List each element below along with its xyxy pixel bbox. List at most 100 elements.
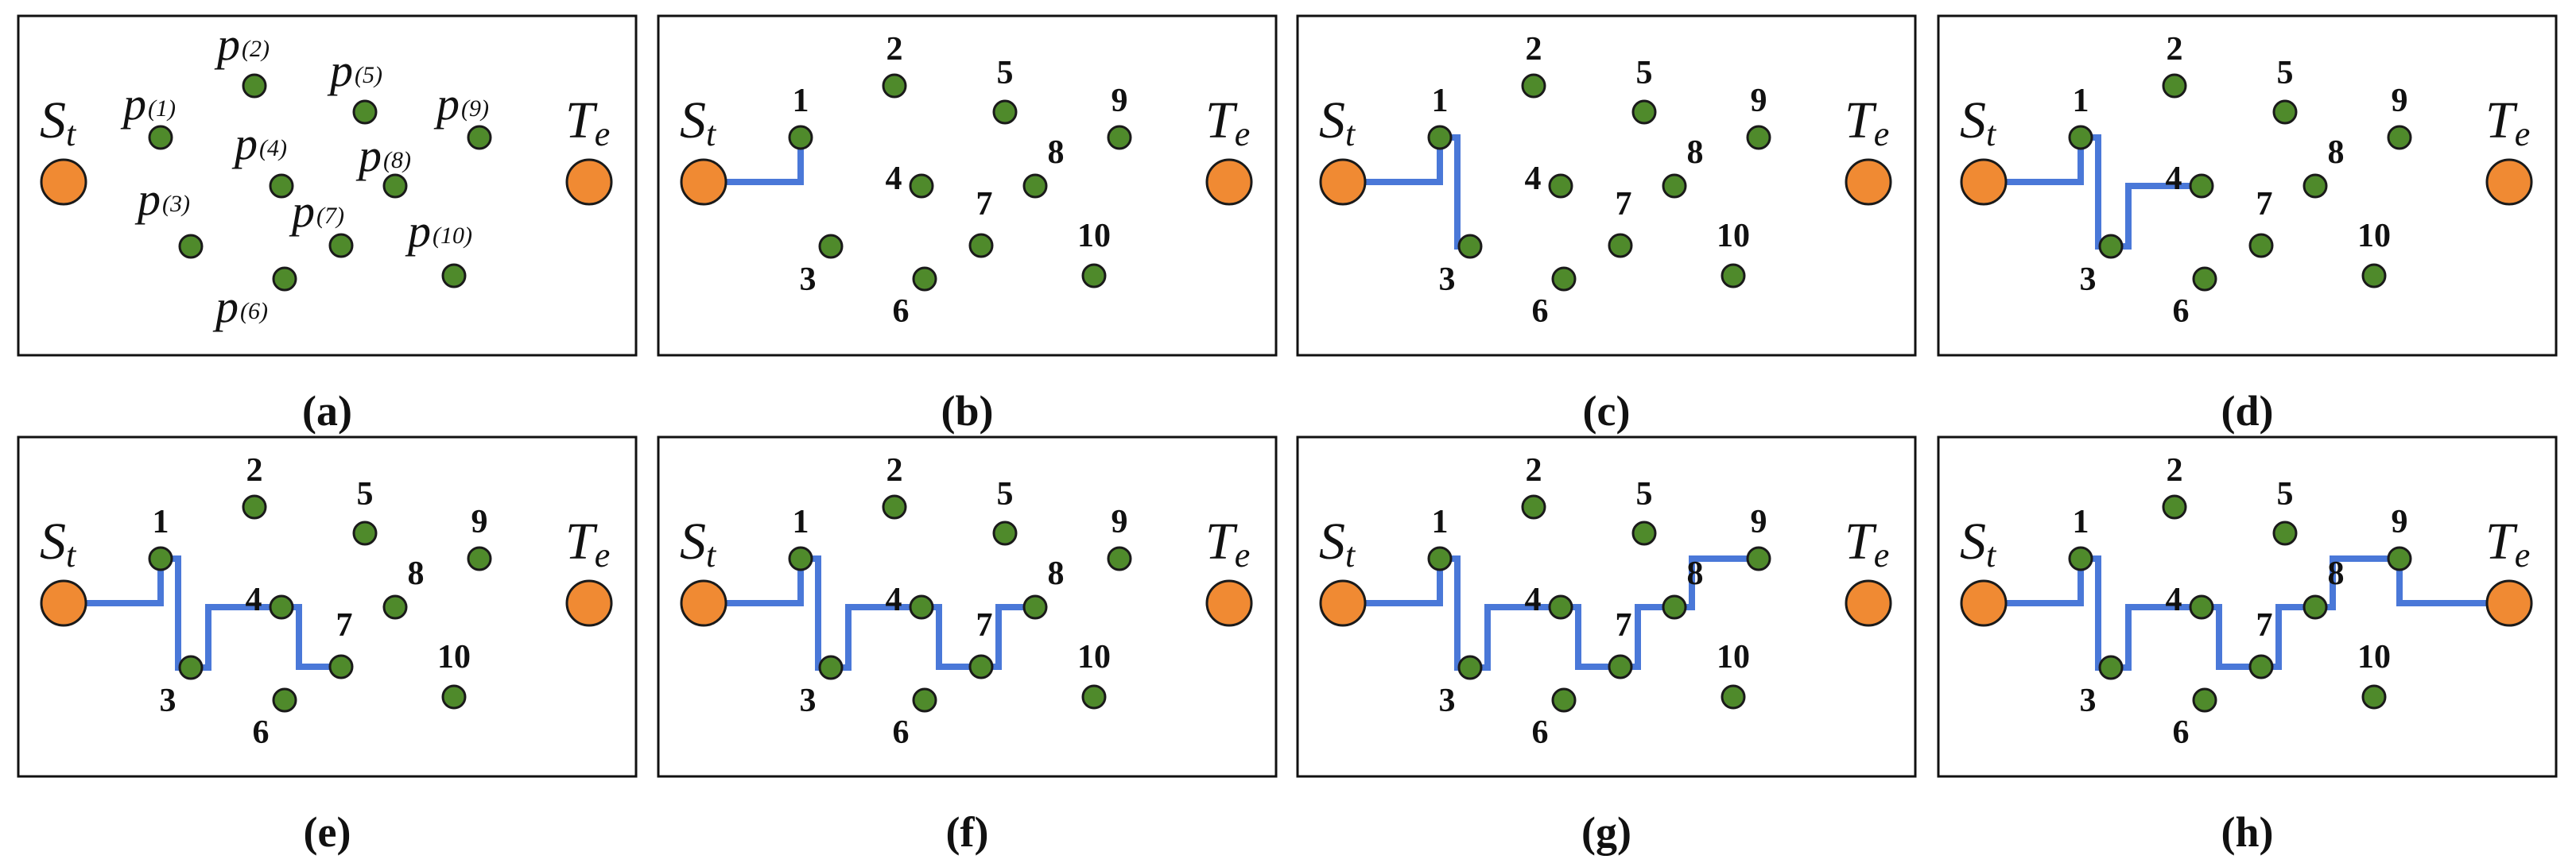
panel-frame: [657, 435, 1278, 778]
node-1: [1427, 546, 1453, 571]
node-4: [1548, 594, 1573, 620]
node-label-2: 2: [886, 452, 903, 489]
node-label-9: 9: [1111, 83, 1128, 119]
node-4: [2189, 594, 2214, 620]
node-5: [352, 521, 378, 546]
node-7: [968, 654, 994, 679]
node-label-2: 2: [886, 31, 903, 68]
panel-caption: (a): [302, 387, 352, 435]
node-label-2: 2: [2167, 31, 2183, 68]
node-4: [2189, 173, 2214, 199]
node-6: [1551, 266, 1577, 292]
node-label-8: 8: [1048, 555, 1065, 592]
point-label-1: p(1): [120, 78, 176, 130]
panel-caption: (d): [2221, 387, 2274, 435]
panel-frame: [1937, 14, 2558, 357]
node-label-8: 8: [2328, 134, 2345, 171]
node-label-10: 10: [2357, 639, 2391, 675]
node-2: [1521, 494, 1546, 520]
node-label-6: 6: [893, 714, 910, 751]
panel-frame: [1296, 435, 1917, 778]
node-6: [1551, 687, 1577, 713]
node-label-7: 7: [976, 186, 993, 223]
node-2: [242, 73, 267, 99]
node-label-5: 5: [1636, 55, 1653, 91]
node-label-3: 3: [2080, 261, 2097, 298]
node-6: [912, 687, 937, 713]
node-2: [242, 494, 267, 520]
node-5: [992, 521, 1018, 546]
node-label-6: 6: [253, 714, 270, 751]
node-6: [912, 266, 937, 292]
node-label-8: 8: [1687, 555, 1704, 592]
node-label-10: 10: [2357, 218, 2391, 254]
node-label-6: 6: [1532, 293, 1549, 330]
node-label-5: 5: [997, 55, 1014, 91]
node-label-7: 7: [976, 607, 993, 644]
node-9: [1107, 546, 1132, 571]
node-label-6: 6: [2173, 714, 2190, 751]
panel-caption: (b): [941, 387, 994, 435]
node-label-3: 3: [2080, 683, 2097, 719]
node-label-5: 5: [2277, 55, 2294, 91]
node-1: [1427, 125, 1453, 150]
node-9: [2387, 125, 2412, 150]
node-7: [1608, 654, 1633, 679]
end-terminal: [565, 579, 613, 627]
node-label-4: 4: [886, 582, 902, 618]
start-terminal: [1319, 579, 1367, 627]
end-terminal: [2485, 158, 2533, 206]
node-3: [818, 655, 844, 680]
node-7: [328, 233, 354, 258]
end-terminal: [2485, 579, 2533, 627]
node-5: [1631, 521, 1657, 546]
panel-caption: (c): [1583, 387, 1631, 435]
panel-caption: (e): [304, 808, 351, 856]
node-10: [1721, 263, 1746, 288]
node-label-1: 1: [793, 504, 809, 540]
node-8: [382, 594, 408, 620]
node-label-3: 3: [160, 683, 177, 719]
node-8: [1022, 173, 1048, 199]
node-label-9: 9: [1751, 504, 1767, 540]
node-9: [467, 546, 492, 571]
node-label-10: 10: [1717, 639, 1750, 675]
end-terminal: [1845, 579, 1892, 627]
node-2: [1521, 73, 1546, 99]
node-3: [1457, 234, 1483, 259]
node-3: [178, 655, 204, 680]
start-terminal: [1960, 158, 2008, 206]
start-terminal: [680, 158, 727, 206]
node-label-7: 7: [336, 607, 353, 644]
node-label-5: 5: [997, 476, 1014, 513]
node-9: [1746, 546, 1771, 571]
node-label-8: 8: [2328, 555, 2345, 592]
node-7: [1608, 233, 1633, 258]
node-1: [148, 546, 173, 571]
node-label-9: 9: [1751, 83, 1767, 119]
panel-caption: (g): [1581, 808, 1631, 856]
node-label-8: 8: [1048, 134, 1065, 171]
node-8: [1022, 594, 1048, 620]
node-2: [882, 73, 907, 99]
node-1: [788, 125, 813, 150]
panel-frame: [657, 14, 1278, 357]
node-9: [1746, 125, 1771, 150]
node-label-3: 3: [800, 261, 817, 298]
panel-caption: (h): [2221, 808, 2274, 856]
node-2: [2162, 73, 2187, 99]
node-label-2: 2: [1526, 452, 1542, 489]
node-label-6: 6: [1532, 714, 1549, 751]
node-label-5: 5: [357, 476, 374, 513]
node-label-3: 3: [1439, 261, 1456, 298]
node-1: [788, 546, 813, 571]
node-label-1: 1: [793, 83, 809, 119]
node-5: [352, 99, 378, 125]
node-3: [818, 234, 844, 259]
node-1: [2068, 125, 2093, 150]
